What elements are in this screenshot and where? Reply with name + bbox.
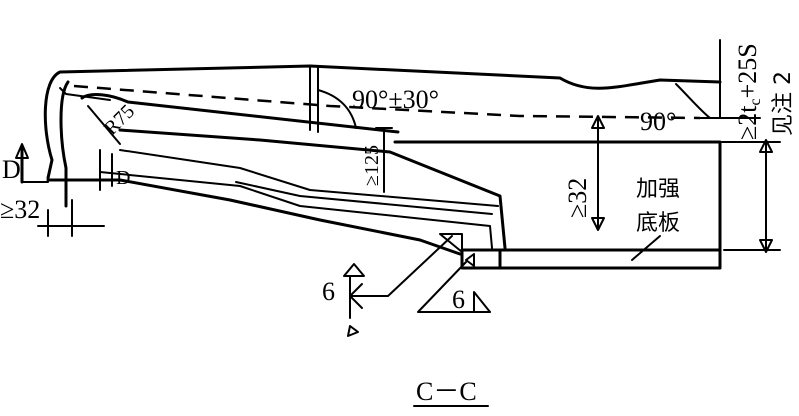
hook-contour xyxy=(59,80,400,208)
slant-plate-bottom xyxy=(46,178,462,256)
weld-left-leader xyxy=(349,235,453,297)
dim-center-arrow-up xyxy=(591,115,605,129)
weld-left-symbol xyxy=(343,263,365,337)
box-bottom-plate xyxy=(460,248,502,270)
dim-left-label: ≥32 xyxy=(0,195,40,224)
dim-center-large-label: ≥32 xyxy=(563,178,592,218)
plate-label-line1: 加强 xyxy=(636,177,680,202)
note-ref-label: 见注 2 xyxy=(771,71,796,136)
dashed-boundary xyxy=(73,84,701,120)
radius-label: R75 xyxy=(100,100,139,139)
outer-shell-contour xyxy=(43,64,722,180)
dim-center-small xyxy=(375,127,393,193)
weld-fillet xyxy=(439,233,475,267)
section-caption: C－C xyxy=(416,377,477,406)
weld-right-label: 6 xyxy=(452,285,465,314)
dim-left-small-d xyxy=(99,149,113,191)
angle-arc-right xyxy=(675,83,711,119)
d-marker-arrowhead xyxy=(15,143,29,159)
dim-center-small-label: ≥125 xyxy=(361,145,383,186)
weld-right-symbol xyxy=(473,291,491,313)
dim-right-lines xyxy=(699,39,781,251)
plate-label-leader xyxy=(631,235,661,261)
angle-right-label: 90° xyxy=(640,107,676,136)
box-outline xyxy=(393,140,722,270)
radius-leader xyxy=(87,105,121,145)
slant-inner-strip xyxy=(235,181,493,215)
plate-label-line2: 底板 xyxy=(636,211,680,236)
vertical-post xyxy=(309,65,319,133)
dim-right-label: ≥2tc+25S xyxy=(733,43,764,140)
slant-plate-top xyxy=(118,128,507,250)
slant-plate-mid xyxy=(119,149,499,207)
d-marker-label: D xyxy=(2,155,21,184)
hook-inner-line xyxy=(59,87,111,101)
dim-left-lines xyxy=(37,199,105,237)
weld-left-label: 6 xyxy=(322,277,335,306)
angle-top-label: 90°±30° xyxy=(352,85,439,114)
d-small-label: D xyxy=(116,167,130,189)
weld-right-leader xyxy=(417,261,491,313)
angle-arc-top xyxy=(317,89,357,129)
dim-right-arrow-up xyxy=(759,139,773,153)
dim-center-arrow-down xyxy=(591,217,605,231)
slant-plate-mid2 xyxy=(99,171,493,249)
dim-right-arrow-down xyxy=(759,239,773,253)
